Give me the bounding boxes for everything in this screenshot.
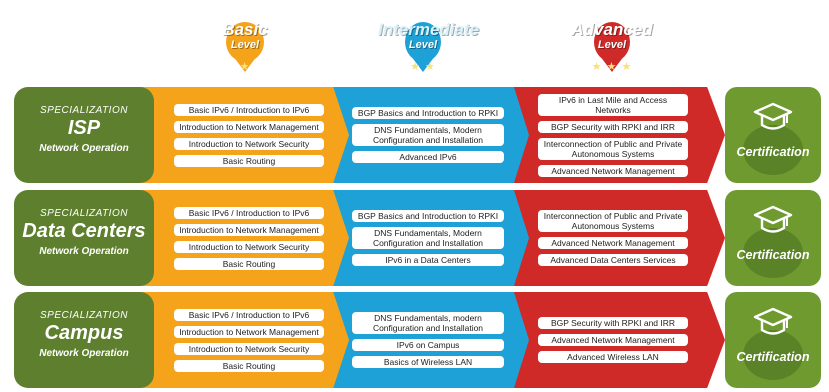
course-item[interactable]: Advanced Network Management [538, 334, 688, 346]
track-subtitle: Network Operation [39, 143, 129, 154]
track-name: Campus [44, 322, 124, 344]
advanced-courses: IPv6 in Last Mile and Access Networks BG… [538, 87, 688, 183]
certification-circle [743, 228, 803, 278]
advanced-courses: Interconnection of Public and Private Au… [538, 190, 688, 286]
certification-circle [743, 125, 803, 175]
intermediate-courses: BGP Basics and Introduction to RPKI DNS … [352, 87, 504, 183]
star-icon: ★ ★ ★ [591, 61, 633, 73]
course-item[interactable]: Advanced Network Management [538, 237, 688, 249]
basic-level-arrow [124, 292, 349, 388]
track-row-isp: SPECIALIZATION ISP Network Operation Bas… [14, 87, 725, 183]
course-item[interactable]: DNS Fundamentals, Modern Configuration a… [352, 227, 504, 249]
course-item[interactable]: BGP Basics and Introduction to RPKI [352, 210, 504, 222]
level-badge-advanced: Advanced Level ★ ★ ★ [567, 8, 657, 83]
course-item[interactable]: Basic Routing [174, 359, 324, 372]
specialization-label: SPECIALIZATION [40, 105, 128, 116]
course-item[interactable]: Interconnection of Public and Private Au… [538, 137, 688, 160]
specialization-block: SPECIALIZATION Campus Network Operation [14, 292, 154, 388]
advanced-courses: BGP Security with RPKI and IRR Advanced … [538, 292, 688, 388]
course-item[interactable]: BGP Security with RPKI and IRR [538, 120, 688, 133]
basic-courses: Basic IPv6 / Introduction to IPv6 Introd… [174, 190, 324, 286]
certification-circle [743, 330, 803, 380]
track-name: ISP [67, 117, 101, 139]
certification-label: Certification [736, 145, 810, 159]
track-name: Data Centers [22, 220, 146, 242]
course-item[interactable]: Advanced Wireless LAN [538, 351, 688, 363]
badge-tail [233, 56, 257, 72]
certification-block: Certification [725, 87, 821, 183]
course-item[interactable]: IPv6 in Last Mile and Access Networks [538, 93, 688, 116]
intermediate-courses: DNS Fundamentals, modern Configuration a… [352, 292, 504, 388]
badge-bubble [226, 22, 264, 62]
course-item[interactable]: Advanced IPv6 [352, 151, 504, 163]
course-item[interactable]: Basic IPv6 / Introduction to IPv6 [174, 206, 324, 219]
badge-bubble [594, 22, 630, 62]
track-subtitle: Network Operation [39, 348, 129, 359]
badge-tail [600, 56, 624, 72]
graduation-cap-icon [753, 205, 793, 233]
track-subtitle: Network Operation [39, 246, 129, 257]
course-item[interactable]: Introduction to Network Security [174, 342, 324, 355]
intermediate-courses: BGP Basics and Introduction to RPKI DNS … [352, 190, 504, 286]
specialization-label: SPECIALIZATION [40, 310, 128, 321]
certification-block: Certification [725, 190, 821, 286]
graduation-cap-icon [753, 102, 793, 130]
certification-label: Certification [736, 248, 810, 262]
specialization-block: SPECIALIZATION Data Centers Network Oper… [14, 190, 154, 286]
certification-block: Certification [725, 292, 821, 388]
course-item[interactable]: Advanced Network Management [538, 164, 688, 177]
star-icon: ★ ★ [410, 61, 436, 73]
course-item[interactable]: BGP Basics and Introduction to RPKI [352, 107, 504, 119]
specialization-block: SPECIALIZATION ISP Network Operation [14, 87, 154, 183]
course-item[interactable]: Advanced Data Centers Services [538, 254, 688, 266]
course-item[interactable]: Introduction to Network Security [174, 240, 324, 253]
course-item[interactable]: Basic IPv6 / Introduction to IPv6 [174, 103, 324, 116]
basic-courses: Basic IPv6 / Introduction to IPv6 Introd… [174, 292, 324, 388]
course-item[interactable]: Interconnection of Public and Private Au… [538, 210, 688, 232]
badge-level-word: Level [408, 39, 438, 51]
course-item[interactable]: Introduction to Network Management [174, 223, 324, 236]
course-item[interactable]: DNS Fundamentals, modern Configuration a… [352, 312, 504, 334]
star-icon: ★ [239, 61, 251, 73]
certification-label: Certification [736, 350, 810, 364]
level-badge-basic: Basic Level ★ [200, 8, 290, 83]
track-row-campus: SPECIALIZATION Campus Network Operation … [14, 292, 725, 388]
badge-level-name: Intermediate [378, 20, 480, 39]
badge-level-name: Advanced [571, 20, 653, 39]
badge-level-word: Level [230, 39, 260, 51]
badge-tail [411, 56, 435, 72]
course-item[interactable]: Introduction to Network Management [174, 325, 324, 338]
course-item[interactable]: Basics of Wireless LAN [352, 356, 504, 368]
basic-level-arrow [124, 87, 349, 183]
basic-courses: Basic IPv6 / Introduction to IPv6 Introd… [174, 87, 324, 183]
course-item[interactable]: Introduction to Network Management [174, 120, 324, 133]
level-badge-intermediate: Intermediate Level ★ ★ [378, 8, 480, 83]
course-item[interactable]: IPv6 in a Data Centers [352, 254, 504, 266]
basic-level-arrow [124, 190, 349, 286]
specialization-label: SPECIALIZATION [40, 208, 128, 219]
badge-level-word: Level [597, 39, 627, 51]
graduation-cap-icon [753, 307, 793, 335]
track-row-data-centers: SPECIALIZATION Data Centers Network Oper… [14, 190, 725, 286]
course-item[interactable]: BGP Security with RPKI and IRR [538, 317, 688, 329]
badge-bubble [405, 22, 441, 62]
course-item[interactable]: IPv6 on Campus [352, 339, 504, 351]
course-item[interactable]: Introduction to Network Security [174, 137, 324, 150]
course-item[interactable]: DNS Fundamentals, Modern Configuration a… [352, 124, 504, 146]
course-item[interactable]: Basic IPv6 / Introduction to IPv6 [174, 308, 324, 321]
course-item[interactable]: Basic Routing [174, 154, 324, 167]
badge-level-name: Basic [222, 20, 268, 39]
course-item[interactable]: Basic Routing [174, 257, 324, 270]
